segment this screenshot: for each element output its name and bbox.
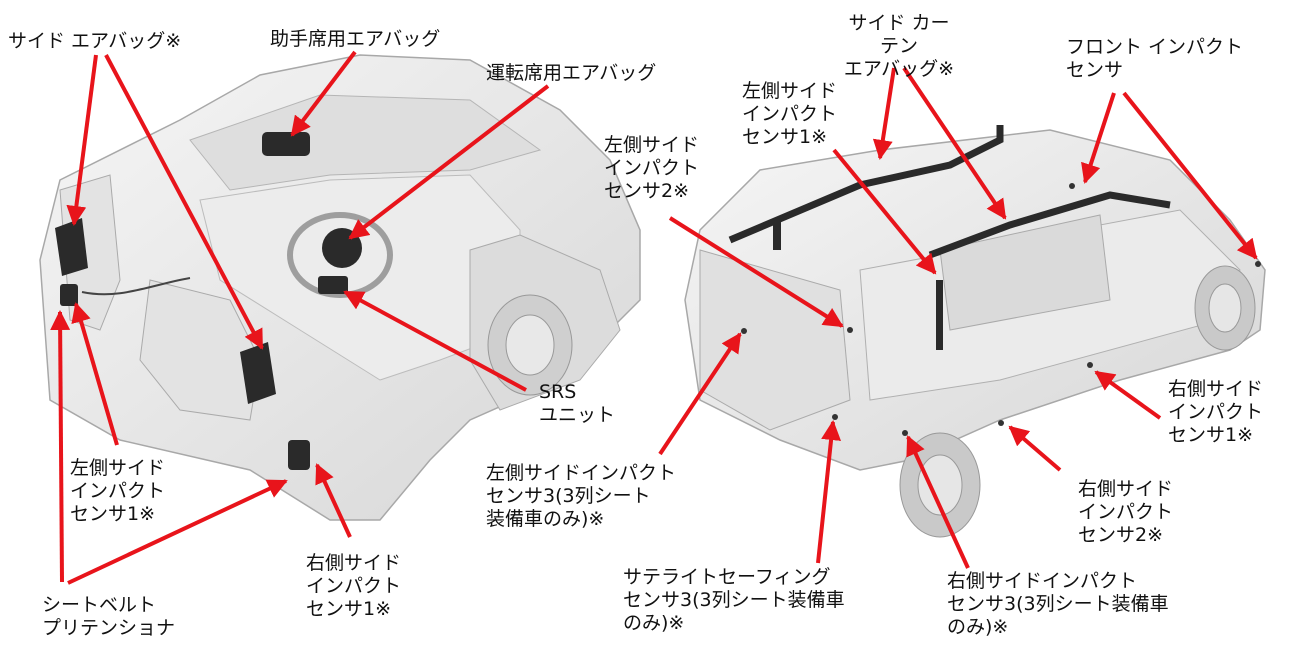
arrow-right-sensor2 (1008, 425, 1062, 472)
arrow-driver-airbag (348, 84, 550, 240)
arrow-side-airbag-left (66, 54, 98, 226)
right-curtain-airbag (928, 191, 1171, 259)
arrow-left-sensor1-interior (71, 302, 119, 446)
arrow-passenger-airbag (290, 50, 357, 137)
label-driver-airbag: 運転席用エアバッグ (486, 62, 657, 84)
label-side-curtain-airbag: サイド カーテン エアバッグ※ (843, 12, 955, 80)
label-left-side-impact-sensor2: 左側サイド インパクト センサ2※ (604, 134, 700, 202)
label-right-side-impact-sensor2: 右側サイド インパクト センサ2※ (1078, 478, 1174, 546)
arrow-front-sensor-left (1081, 92, 1116, 184)
arrow-pretensioner-left (50, 310, 71, 583)
arrow-left-sensor1-exterior (832, 148, 937, 275)
label-passenger-airbag: 助手席用エアバッグ (270, 28, 441, 50)
arrow-pretensioner-right (67, 479, 288, 585)
arrow-right-sensor1-interior (315, 463, 352, 538)
arrow-front-sensor-right (1122, 91, 1258, 260)
label-left-side-impact-sensor1-interior: 左側サイド インパクト センサ1※ (70, 457, 166, 525)
arrow-curtain-right (902, 66, 1007, 220)
label-front-impact-sensor: フロント インパクト センサ (1066, 36, 1244, 81)
arrow-satellite-sensor3 (816, 420, 842, 564)
left-curtain-airbag (728, 125, 1004, 244)
arrow-right-sensor1-exterior (1094, 370, 1162, 420)
label-left-side-impact-sensor3: 左側サイドインパクト センサ3(3列シート 装備車のみ)※ (486, 462, 677, 530)
label-satellite-safing-sensor3: サテライトセーフィング センサ3(3列シート装備車 のみ)※ (623, 566, 845, 634)
label-side-airbag: サイド エアバッグ※ (8, 30, 182, 52)
arrow-left-sensor3 (658, 332, 742, 456)
interior-vehicle-illustration (39, 54, 641, 521)
label-right-side-impact-sensor1-exterior: 右側サイド インパクト センサ1※ (1168, 378, 1264, 446)
label-right-side-impact-sensor3: 右側サイドインパクト センサ3(3列シート装備車 のみ)※ (947, 570, 1169, 638)
label-srs-unit: SRS ユニット (539, 381, 616, 426)
exterior-vehicle-illustration (684, 125, 1266, 538)
leader-arrows (50, 50, 1258, 585)
left-pretensioner-module (60, 284, 78, 306)
arrow-left-sensor2 (668, 216, 844, 328)
srs-unit-module (318, 276, 348, 294)
left-side-airbag-module (55, 218, 88, 276)
passenger-airbag-module (262, 132, 310, 156)
right-pretensioner-module (288, 440, 310, 470)
label-seatbelt-pretensioner: シートベルト プリテンショナ (42, 594, 176, 639)
arrow-srs-unit (343, 290, 527, 392)
label-left-side-impact-sensor1-exterior: 左側サイド インパクト センサ1※ (742, 80, 838, 148)
arrow-side-airbag-right (104, 54, 264, 350)
label-right-side-impact-sensor1-interior: 右側サイド インパクト センサ1※ (306, 552, 402, 620)
arrow-right-sensor3 (906, 435, 970, 569)
arrow-curtain-left (872, 67, 896, 160)
right-side-airbag-module (240, 342, 276, 404)
